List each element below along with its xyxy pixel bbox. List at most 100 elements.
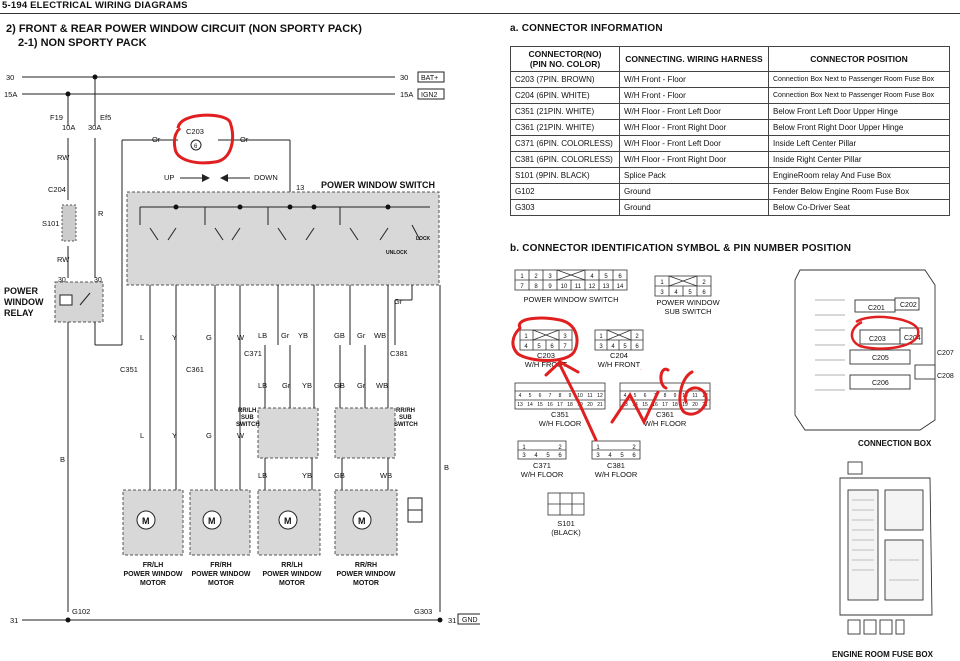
c351-pin: 6: [539, 393, 542, 399]
table-row: C371 (6PIN. COLORLESS)W/H Floor - Front …: [510, 135, 950, 152]
c381-pin: 2: [632, 445, 636, 451]
c361-pin: 8: [664, 393, 667, 399]
c361-pin: 6: [644, 393, 647, 399]
wire-or-1: Or: [152, 135, 161, 144]
g102-label: G102: [72, 607, 90, 616]
c361-pin: 5: [634, 393, 637, 399]
col-connector: CONNECTOR(NO) (PIN NO. COLOR): [510, 46, 620, 72]
bat-tag: BAT+: [421, 75, 438, 82]
c204-pin: 1: [599, 334, 603, 340]
wire-b: B: [60, 455, 65, 464]
wire-wb: WB: [374, 331, 386, 340]
c361-pin: 17: [662, 402, 668, 408]
c361-pin: 16: [652, 402, 658, 408]
wire-gb-3: GB: [334, 471, 345, 480]
s101-id-label: S101: [557, 519, 575, 528]
wire-lb-3: LB: [258, 471, 267, 480]
c381-pin: 6: [632, 453, 636, 459]
c371-pin: 4: [534, 453, 538, 459]
c371-pin: 3: [522, 453, 526, 459]
wire-wb-2: WB: [376, 381, 388, 390]
relay-pin-86-alt: 30: [58, 277, 66, 284]
motor-m-4: M: [358, 516, 366, 526]
cb-c204: C204: [904, 335, 921, 342]
wire-gb: GB: [334, 331, 345, 340]
cb-c205: C205: [872, 355, 889, 362]
wire-or-2: Or: [240, 135, 249, 144]
wire-gr-4: Gr: [282, 381, 291, 390]
c351-pin: 16: [547, 402, 553, 408]
pws-pin: 5: [604, 274, 608, 280]
switch-title: POWER WINDOW SWITCH: [321, 180, 435, 190]
s101-label: S101: [42, 219, 60, 228]
c361-pin: 4: [624, 393, 627, 399]
wire-gr-2: Gr: [357, 331, 366, 340]
c351-pin: 17: [557, 402, 563, 408]
pws-pin: 9: [548, 284, 552, 290]
wire-g-2: G: [206, 431, 212, 440]
wire-b-right: B: [444, 463, 449, 472]
c203-pin: 6: [550, 344, 554, 350]
c351-pin: 20: [587, 402, 593, 408]
circuit-title: 2) FRONT & REAR POWER WINDOW CIRCUIT (NO…: [6, 23, 362, 35]
pws-pin: 8: [534, 284, 538, 290]
unlock-label: UNLOCK: [386, 250, 408, 256]
fuse-ef5: Ef5: [100, 113, 111, 122]
s101-id-label-2: (BLACK): [551, 528, 581, 537]
c381-id-label: C381: [607, 461, 625, 470]
wire-w: W: [237, 333, 245, 342]
circuit-subtitle: 2-1) NON SPORTY PACK: [18, 37, 147, 49]
engine-room-fuse-box-label: ENGINE ROOM FUSE BOX: [832, 650, 934, 659]
relay-pin-30: 30: [94, 277, 102, 284]
motor-m-1: M: [142, 516, 150, 526]
pws-pin: 13: [603, 284, 610, 290]
motor-m-2: M: [208, 516, 216, 526]
c361-id-label: C361: [656, 410, 674, 419]
c351-pin: 15: [537, 402, 543, 408]
table-row: C381 (6PIN. COLORLESS)W/H Floor - Front …: [510, 151, 950, 168]
c351-label: C351: [120, 365, 138, 374]
connection-box-label: CONNECTION BOX: [858, 439, 932, 448]
pws-label: POWER WINDOW SWITCH: [524, 295, 619, 304]
wire-gr-5: Gr: [357, 381, 366, 390]
pwss-pin: 4: [674, 290, 678, 296]
cb-c208: C208: [937, 373, 954, 380]
relay-title-2: WINDOW: [4, 297, 44, 307]
wire-r: R: [98, 209, 104, 218]
c204-pin: 6: [635, 344, 639, 350]
c203-pin: 3: [563, 334, 567, 340]
c203-pin: 5: [537, 344, 541, 350]
wire-rw-1: RW: [57, 153, 70, 162]
rrrh-sub-3: SWITCH: [394, 422, 418, 428]
col-position: CONNECTOR POSITION: [768, 46, 950, 72]
c361-pin: 15: [642, 402, 648, 408]
pws-pin: 7: [520, 284, 524, 290]
col-harness: CONNECTING. WIRING HARNESS: [619, 46, 769, 72]
c381-id-label-2: W/H FLOOR: [595, 470, 638, 479]
c351-pin: 18: [567, 402, 573, 408]
pwss-pin: 6: [702, 290, 706, 296]
rrlh-sub-2: SUB: [241, 415, 254, 421]
wire-gr-1: Gr: [281, 331, 290, 340]
table-row: C351 (21PIN. WHITE)W/H Floor - Front Lef…: [510, 103, 950, 120]
motor-2-l1: FR/RH: [210, 562, 231, 569]
ign-rail-left: 15A: [4, 90, 17, 99]
wiring-diagram: 30 30 15A 15A 31 31 F19 10A Ef5 30A Or O…: [4, 71, 480, 625]
connector-info-table: CONNECTOR(NO) (PIN NO. COLOR) CONNECTING…: [510, 46, 950, 216]
pwss-label-2: SUB SWITCH: [664, 307, 711, 316]
c361-pin: 18: [672, 402, 678, 408]
c203-pin: 1: [524, 334, 528, 340]
motor-2-l3: MOTOR: [208, 580, 234, 587]
connector-info-title: a. CONNECTOR INFORMATION: [510, 23, 663, 34]
motor-4-l3: MOTOR: [353, 580, 379, 587]
c361-pin: 19: [682, 402, 688, 408]
c351-pin: 4: [519, 393, 522, 399]
c371-pin: 2: [558, 445, 562, 451]
c351-pin: 9: [569, 393, 572, 399]
c351-pin: 13: [517, 402, 523, 408]
c351-pin: 10: [577, 393, 583, 399]
wire-l-1: L: [140, 333, 144, 342]
c381-pin: 1: [596, 445, 600, 451]
